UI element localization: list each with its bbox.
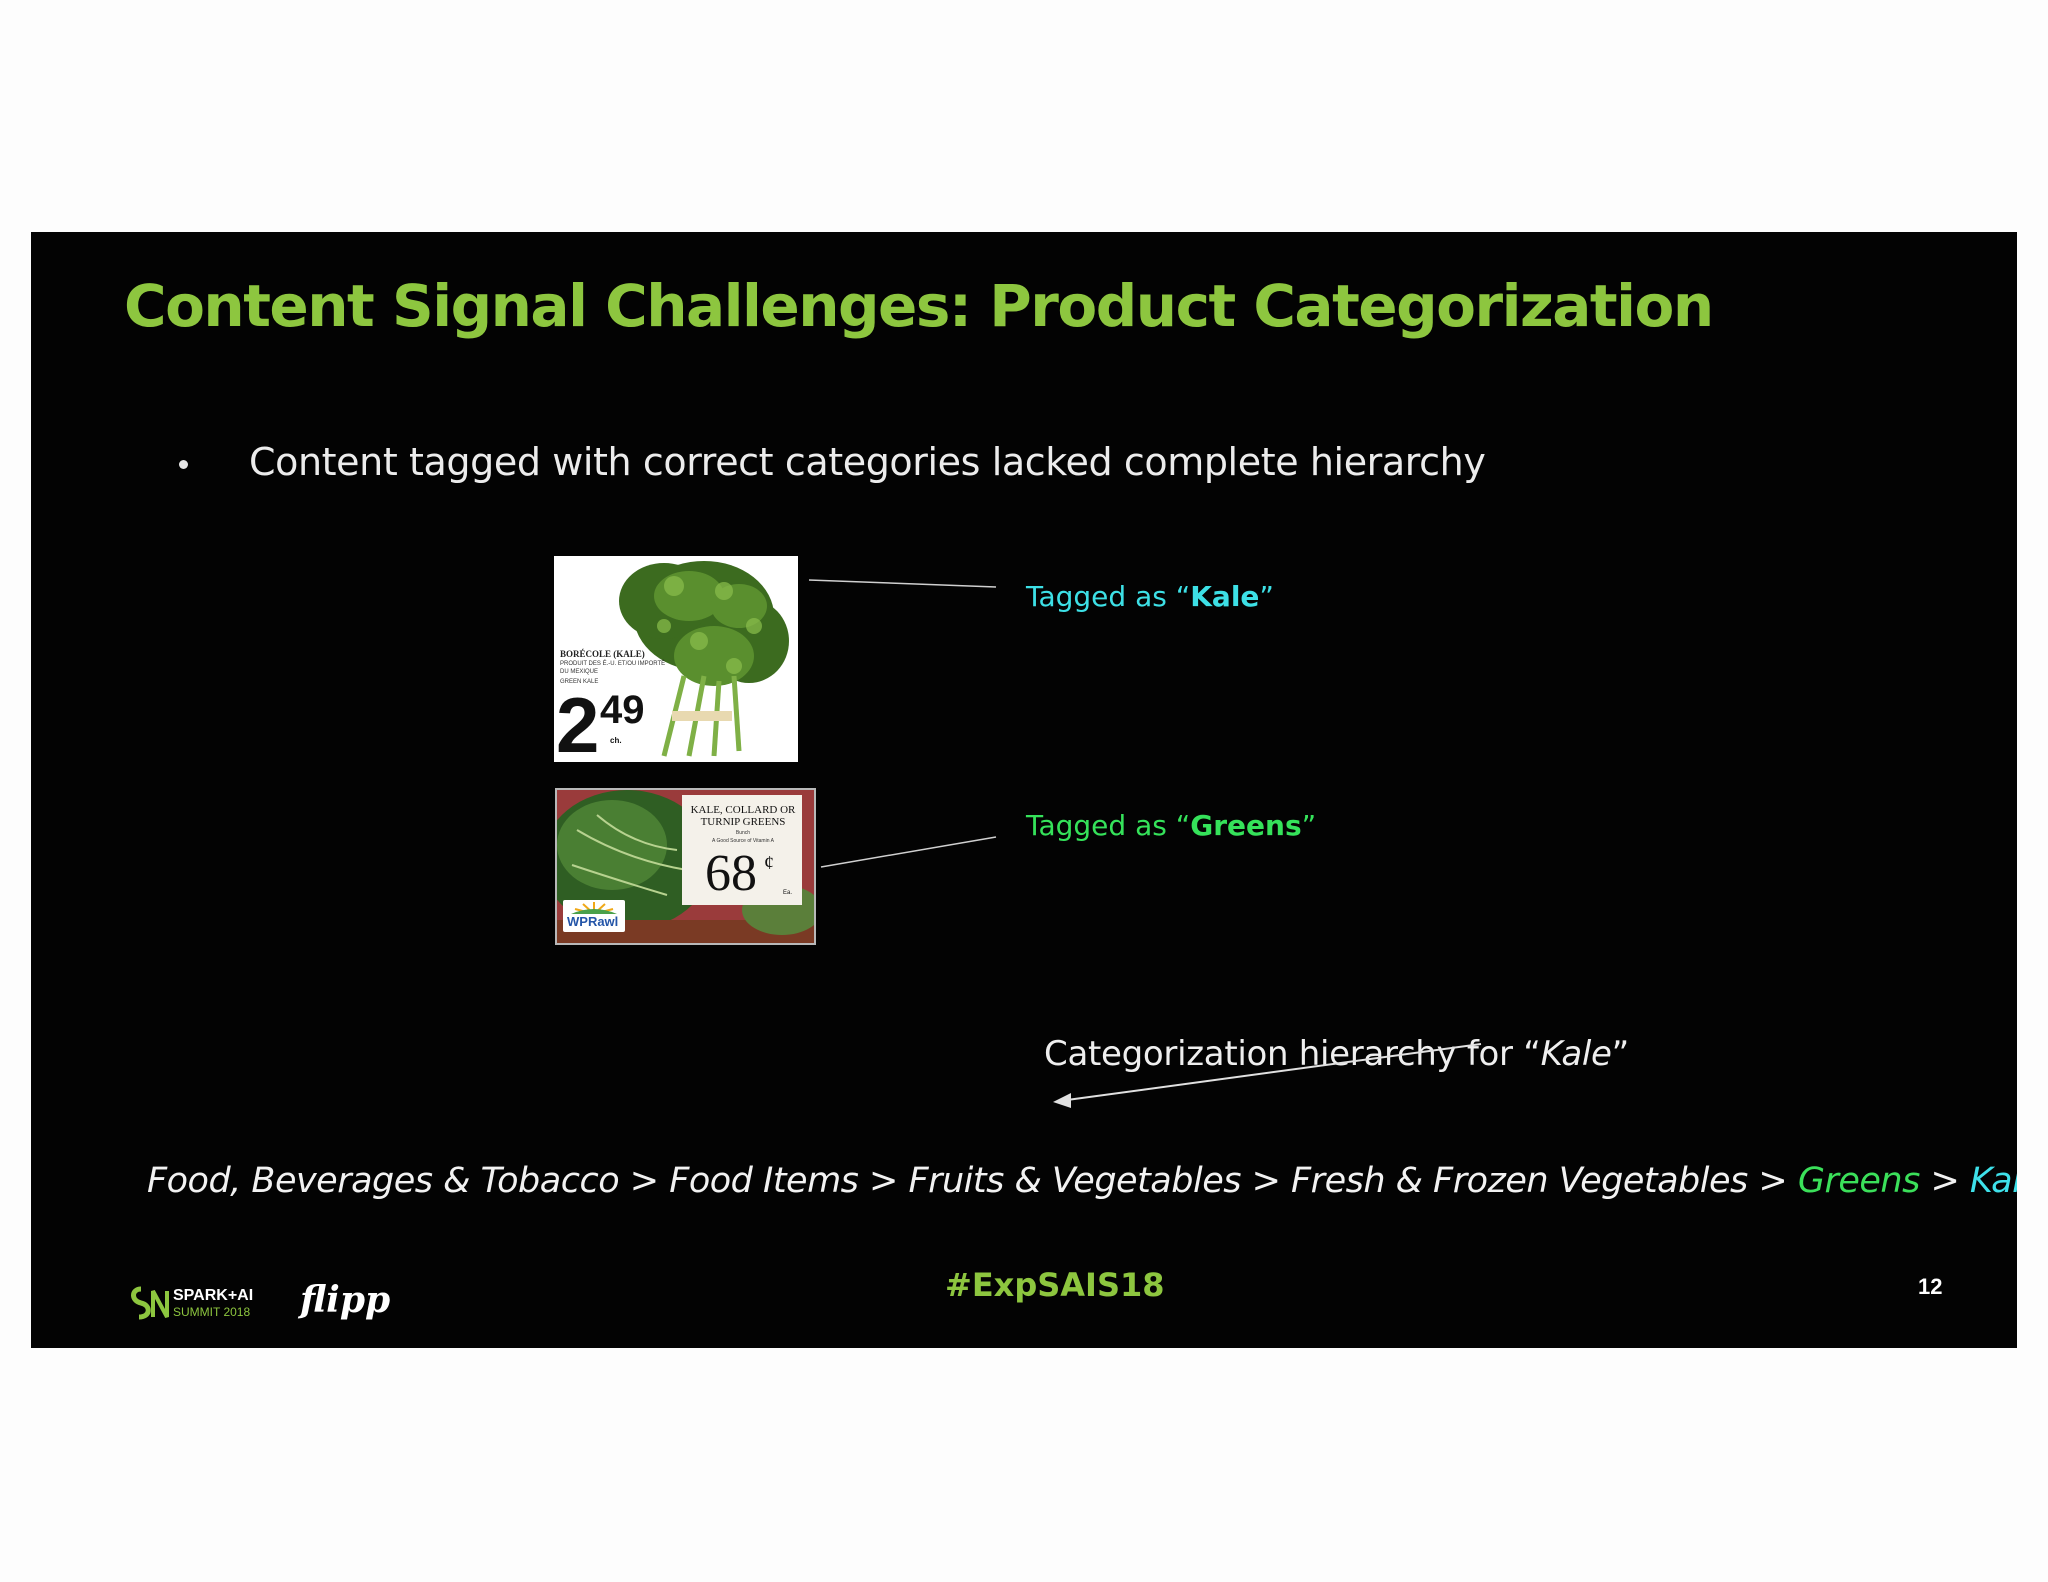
flipp-logo-text: flipp: [300, 1279, 391, 1321]
tag-greens: Tagged as “Greens”: [1026, 809, 1316, 842]
kale-connector-line: [808, 579, 997, 588]
hierarchy-label-value: Kale: [1540, 1034, 1612, 1074]
slide-title: Content Signal Challenges: Product Categ…: [124, 272, 1714, 340]
greens-brand-logo: WPRawl: [563, 900, 625, 932]
spark-ai-icon: [131, 1286, 169, 1320]
kale-label-sub1: PRODUIT DES É.-U. ET/OU IMPORTÉ: [560, 661, 666, 667]
hierarchy-path: Food, Beverages & Tobacco > Food Items >…: [147, 1161, 2017, 1201]
sunburst-icon: [571, 902, 617, 914]
greens-price-unit: Ea.: [783, 890, 793, 896]
tag-kale-value: Kale: [1190, 580, 1260, 613]
kale-product-image: BORÉCOLE (KALE) PRODUIT DES É.-U. ET/OU …: [554, 556, 798, 762]
hierarchy-path-sep: >: [1919, 1161, 1970, 1201]
kale-price-dollars: 2: [556, 681, 600, 762]
hierarchy-label: Categorization hierarchy for “Kale”: [1044, 1034, 1629, 1074]
bullet-text: Content tagged with correct categories l…: [249, 440, 1486, 484]
slide: Content Signal Challenges: Product Categ…: [31, 232, 2017, 1348]
greens-leaves-illustration: [557, 790, 814, 943]
kale-leaves-illustration: [554, 556, 798, 762]
greens-price: 68: [705, 845, 757, 902]
greens-brand-name: WPRawl: [567, 914, 619, 929]
kale-price-unit: ch.: [610, 736, 622, 745]
tag-kale: Tagged as “Kale”: [1026, 580, 1274, 613]
greens-label-sub2: A Good Source of Vitamin A: [712, 838, 774, 844]
bullet-dot: [179, 460, 188, 469]
kale-label-sub2: DU MEXIQUE: [560, 669, 599, 675]
spark-logo-line2: SUMMIT 2018: [173, 1305, 251, 1319]
kale-label-heading: BORÉCOLE (KALE): [560, 649, 645, 659]
kale-label-sub3: GREEN KALE: [560, 679, 599, 685]
greens-product-image: KALE, COLLARD OR TURNIP GREENS Bunch A G…: [555, 788, 816, 945]
spark-logo-line1: SPARK+AI: [173, 1287, 254, 1304]
spark-ai-summit-logo: SPARK+AI SUMMIT 2018: [127, 1282, 267, 1326]
hierarchy-path-prefix: Food, Beverages & Tobacco > Food Items >…: [147, 1161, 1798, 1201]
greens-connector-line: [820, 836, 997, 868]
greens-label-sub1: Bunch: [735, 830, 751, 836]
tag-greens-suffix: ”: [1301, 809, 1317, 842]
tag-kale-prefix: Tagged as “: [1026, 580, 1191, 613]
greens-label-heading1: KALE, COLLARD OR: [690, 804, 796, 816]
page-number: 12: [1918, 1274, 1943, 1299]
hashtag: #ExpSAIS18: [945, 1266, 1165, 1304]
greens-label-heading2: TURNIP GREENS: [700, 816, 786, 828]
hierarchy-path-greens: Greens: [1797, 1161, 1921, 1201]
greens-price-currency: ¢: [764, 852, 774, 874]
tag-kale-suffix: ”: [1259, 580, 1274, 613]
hierarchy-arrowhead: [1053, 1093, 1071, 1108]
flipp-logo: flipp: [296, 1278, 390, 1328]
tag-greens-value: Greens: [1190, 809, 1302, 842]
hierarchy-label-prefix: Categorization hierarchy for “: [1044, 1034, 1541, 1074]
kale-price-cents: 49: [600, 688, 645, 732]
hierarchy-label-suffix: ”: [1611, 1034, 1630, 1074]
tag-greens-prefix: Tagged as “: [1026, 809, 1191, 842]
hierarchy-path-kale: Kale: [1969, 1161, 2017, 1201]
